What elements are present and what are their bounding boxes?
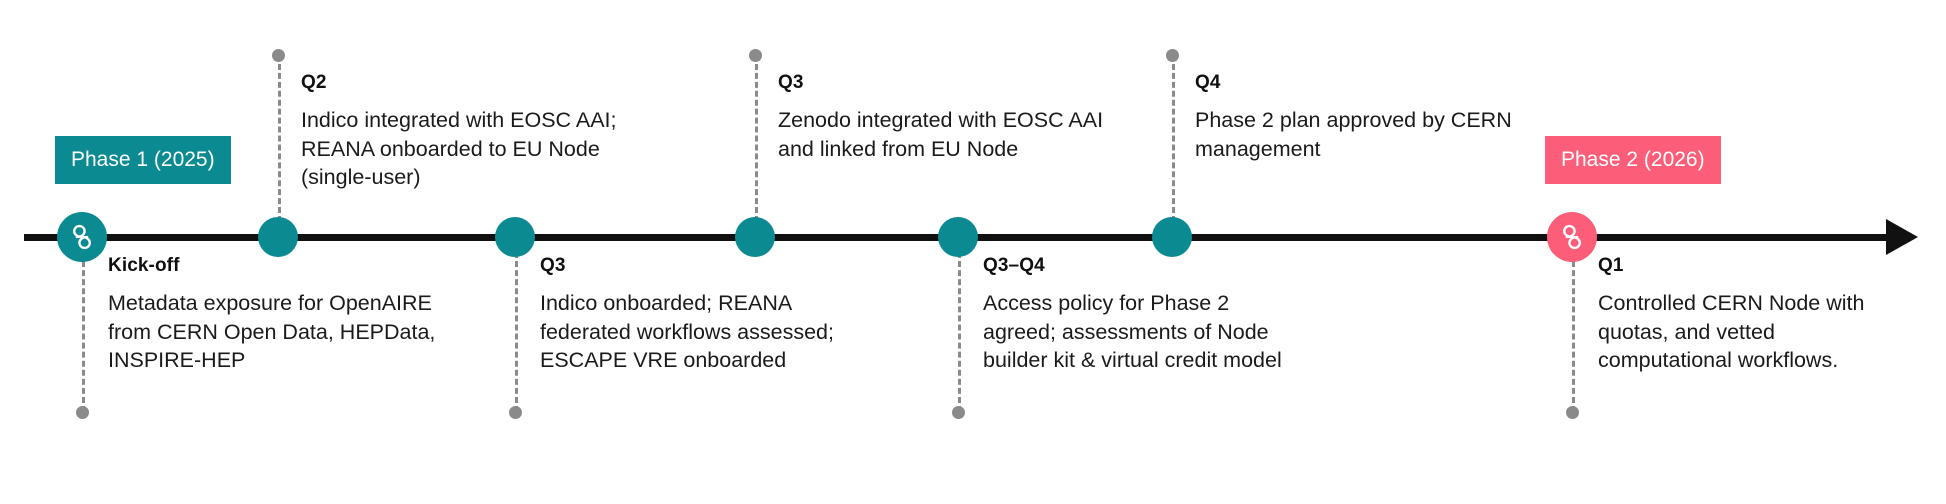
event-description: Metadata exposure for OpenAIRE from CERN… — [108, 291, 436, 373]
event-description: Phase 2 plan approved by CERN management — [1195, 108, 1512, 161]
event-connector-end-dot — [1166, 49, 1179, 62]
timeline-marker-dot[interactable] — [735, 217, 775, 257]
event-description: Indico integrated with EOSC AAI; REANA o… — [301, 108, 617, 190]
event-connector-stem — [1572, 252, 1575, 412]
timeline-marker-dot[interactable] — [1152, 217, 1192, 257]
event-period-label: Q3 — [778, 72, 804, 93]
event-connector-stem — [278, 55, 281, 222]
event-period-label: Kick-off — [108, 255, 180, 276]
timeline-marker-dot[interactable] — [495, 217, 535, 257]
event-connector-end-dot — [272, 49, 285, 62]
event-period-label: Q3–Q4 — [983, 255, 1045, 276]
event-description: Access policy for Phase 2 agreed; assess… — [983, 291, 1282, 373]
timeline-arrow-head-icon — [1886, 219, 1918, 255]
event-description: Indico onboarded; REANA federated workfl… — [540, 291, 834, 373]
timeline-marker-infinity[interactable] — [1547, 212, 1597, 262]
event-connector-stem — [958, 252, 961, 412]
event-connector-end-dot — [76, 406, 89, 419]
event-connector-stem — [515, 252, 518, 412]
event-connector-stem — [755, 55, 758, 222]
timeline-marker-infinity[interactable] — [57, 212, 107, 262]
event-period-label: Q4 — [1195, 72, 1221, 93]
timeline-marker-dot[interactable] — [258, 217, 298, 257]
event-description: Zenodo integrated with EOSC AAI and link… — [778, 108, 1104, 161]
infinity-icon — [1563, 224, 1581, 250]
event-connector-end-dot — [952, 406, 965, 419]
event-connector-end-dot — [1566, 406, 1579, 419]
event-connector-stem — [82, 252, 85, 412]
phase-badge: Phase 2 (2026) — [1545, 136, 1721, 184]
infinity-icon — [73, 224, 91, 250]
timeline-marker-dot[interactable] — [938, 217, 978, 257]
event-period-label: Q2 — [301, 72, 327, 93]
event-period-label: Q3 — [540, 255, 566, 276]
event-connector-end-dot — [749, 49, 762, 62]
event-period-label: Q1 — [1598, 255, 1624, 276]
event-connector-end-dot — [509, 406, 522, 419]
event-connector-stem — [1172, 55, 1175, 222]
event-description: Controlled CERN Node with quotas, and ve… — [1598, 291, 1865, 373]
phase-badge: Phase 1 (2025) — [55, 136, 231, 184]
